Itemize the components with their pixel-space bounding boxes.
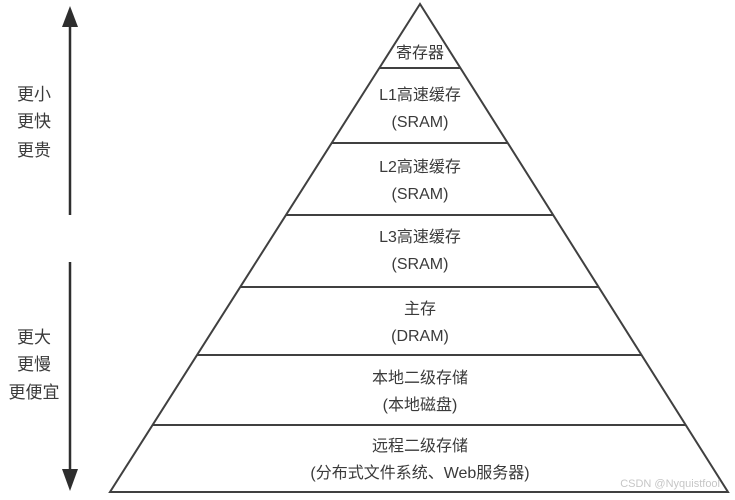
level-registers-name: 寄存器 (396, 44, 444, 62)
up-arrow-labels: 更小 更快 更贵 (17, 85, 51, 160)
label-cheaper: 更便宜 (9, 383, 60, 402)
level-l2-name: L2高速缓存 (379, 158, 461, 176)
level-mainmem-sub: (DRAM) (391, 328, 449, 345)
level-remote-name: 远程二级存储 (372, 437, 468, 455)
down-arrow-labels: 更大 更慢 更便宜 (9, 328, 60, 402)
level-l3-name: L3高速缓存 (379, 228, 461, 246)
label-smaller: 更小 (17, 85, 51, 104)
level-remote-sub: (分布式文件系统、Web服务器) (310, 464, 529, 482)
label-faster: 更快 (17, 112, 51, 131)
label-slower: 更慢 (17, 354, 51, 374)
csdn-watermark: CSDN @Nyquistfool (620, 478, 720, 490)
level-l1-name: L1高速缓存 (379, 86, 461, 104)
down-arrow (62, 262, 78, 491)
pyramid-outline (108, 2, 730, 493)
level-localdisk-name: 本地二级存储 (372, 369, 468, 387)
level-l2-sub: (SRAM) (392, 186, 449, 203)
level-l3-sub: (SRAM) (392, 256, 449, 273)
level-localdisk-sub: (本地磁盘) (383, 395, 458, 414)
level-dividers (153, 67, 686, 426)
level-l1-sub: (SRAM) (392, 114, 449, 131)
label-pricier: 更贵 (17, 141, 51, 160)
level-mainmem-name: 主存 (404, 300, 436, 318)
down-arrowhead-icon (62, 469, 78, 491)
pyramid-levels: 寄存器 L1高速缓存 (SRAM) L2高速缓存 (SRAM) L3高速缓存 (… (310, 44, 529, 482)
up-arrow (62, 6, 78, 215)
label-bigger: 更大 (17, 328, 51, 347)
up-arrowhead-icon (62, 6, 78, 27)
